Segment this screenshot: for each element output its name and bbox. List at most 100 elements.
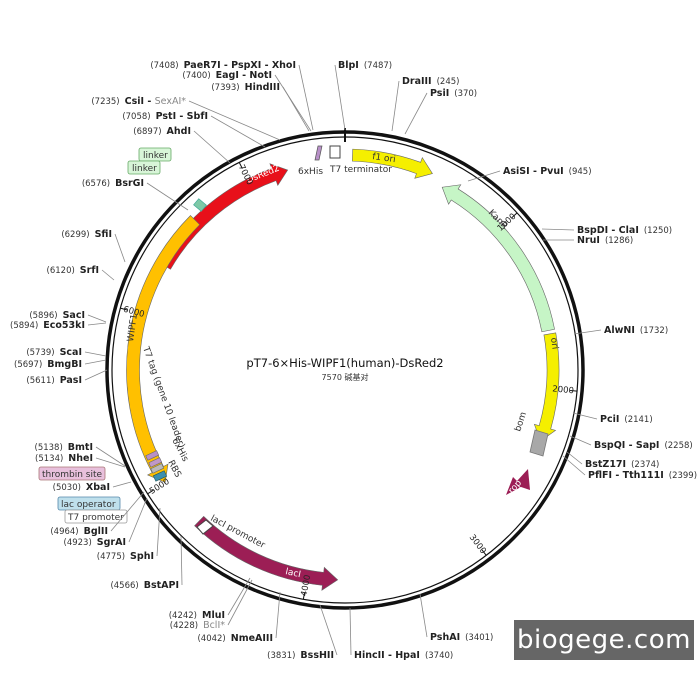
site-text: (4228)BclI*	[170, 620, 225, 631]
f1-ori-feature[interactable]	[351, 148, 433, 179]
site-position: (4923)	[64, 538, 92, 548]
site-position: (2374)	[631, 460, 659, 470]
dsred2-feature[interactable]	[158, 163, 289, 270]
site-text: PsiI(370)	[430, 88, 477, 99]
site-label-left[interactable]: (5138)BmtI	[35, 442, 93, 453]
laci-feature[interactable]	[194, 515, 339, 591]
his6-top-feature[interactable]	[314, 145, 323, 161]
site-label-left[interactable]: (4566)BstAPI	[110, 580, 179, 591]
wipf1-label: WIPF1	[126, 313, 140, 342]
site-name: SgrAI	[97, 537, 126, 548]
ruler-tick-label: 2000	[552, 384, 574, 396]
wipf1-feature[interactable]	[126, 215, 201, 483]
site-text: DraIII(245)	[402, 76, 459, 87]
site-label-left[interactable]: (4923) SgrAI	[64, 537, 126, 548]
kanr-feature[interactable]	[441, 184, 555, 333]
linker-box-2-text: linker	[132, 164, 157, 174]
site-label-left[interactable]: (5697)BmgBI	[14, 359, 82, 370]
bom-feature[interactable]	[529, 429, 549, 457]
site-label-left[interactable]: (7408) PaeR7I - PspXI - XhoI	[150, 60, 296, 71]
rbs-label: RBS	[165, 459, 182, 480]
site-name: BspQI - SapI	[594, 440, 659, 451]
site-label-right[interactable]: AlwNI(1732)	[604, 325, 668, 336]
site-text: AsiSI - PvuI(945)	[503, 166, 592, 177]
ruler-tick	[302, 592, 306, 600]
site-position: (7235)	[91, 97, 119, 107]
his6-bottom-feature[interactable]	[145, 450, 160, 461]
site-position: (6897)	[133, 127, 161, 137]
site-label-left[interactable]: (4775)SphI	[97, 551, 154, 562]
site-label-right[interactable]: PciI(2141)	[600, 414, 653, 425]
site-leader-lines	[84, 64, 602, 656]
site-name: DraIII	[402, 76, 432, 87]
laci-promoter-feature[interactable]	[196, 519, 214, 535]
site-label-left[interactable]: (4242)MluI	[169, 610, 225, 621]
site-label-left[interactable]: (6897)AhdI	[133, 126, 191, 137]
site-label-right[interactable]: AsiSI - PvuI(945)	[503, 166, 592, 177]
site-position: (4242)	[169, 611, 197, 621]
site-label-left[interactable]: (5030)XbaI	[53, 482, 110, 493]
site-position: (370)	[454, 89, 477, 99]
site-label-left[interactable]: (5611)PasI	[26, 375, 82, 386]
site-label-left[interactable]: (5896)SacI	[29, 310, 85, 321]
site-label-right[interactable]: DraIII(245)	[402, 76, 459, 87]
site-label-left[interactable]: (6299)SfiI	[61, 229, 112, 240]
site-name: PshAI	[430, 632, 460, 643]
site-label-left[interactable]: (5739)ScaI	[26, 347, 82, 358]
site-position: (4964)	[50, 527, 78, 537]
site-label-left[interactable]: (5894)Eco53kI	[10, 320, 85, 331]
site-label-left[interactable]: (7393)HindIII	[211, 82, 280, 93]
site-label-left[interactable]: (4964)BglII	[50, 526, 108, 537]
site-position: (2399)	[669, 471, 697, 481]
site-label-right[interactable]: PshAI(3401)	[430, 632, 493, 643]
site-position: (5611)	[26, 376, 54, 386]
thrombin-feature[interactable]	[148, 457, 163, 468]
site-label-right[interactable]: BstZ17I(2374)	[585, 459, 659, 470]
site-position: (5894)	[10, 321, 38, 331]
site-position: (1250)	[644, 226, 672, 236]
site-label-right[interactable]: HincII - HpaI(3740)	[354, 650, 453, 661]
linker-feature[interactable]	[193, 198, 207, 212]
site-label-left[interactable]: (3831)BssHII	[267, 650, 334, 661]
site-text: BstZ17I(2374)	[585, 459, 659, 470]
site-text: (5896)SacI	[29, 310, 85, 321]
site-name: PciI	[600, 414, 619, 425]
site-label-left[interactable]: (5134)NheI	[35, 453, 93, 464]
ruler-tick	[238, 162, 243, 169]
site-text: (5030)XbaI	[53, 482, 110, 493]
site-label-right[interactable]: PsiI(370)	[430, 88, 477, 99]
ruler-tick-label: 5000	[148, 477, 172, 497]
site-label-right[interactable]: PflFI - Tth111I(2399)	[588, 470, 697, 481]
site-label-left[interactable]: (7058)PstI - SbfI	[122, 111, 208, 122]
site-label-left[interactable]: (6120)SrfI	[47, 265, 99, 276]
site-label-right[interactable]: BspDI - ClaI(1250)	[577, 225, 672, 236]
site-name: XbaI	[86, 482, 110, 493]
site-text: (3831)BssHII	[267, 650, 334, 661]
site-name: BmtI	[68, 442, 93, 453]
site-label-right[interactable]: BspQI - SapI(2258)	[594, 440, 693, 451]
rop-feature[interactable]	[506, 469, 530, 495]
site-text: PciI(2141)	[600, 414, 653, 425]
site-position: (7408)	[150, 61, 178, 71]
site-name: NheI	[68, 453, 93, 464]
site-text: (4566)BstAPI	[110, 580, 179, 591]
site-label-left[interactable]: (4042)NmeAIII	[197, 633, 273, 644]
rbs-feature[interactable]	[150, 463, 165, 474]
site-position: (4566)	[110, 581, 138, 591]
site-label-left[interactable]: (7235)CsiI - SexAI*	[91, 96, 186, 107]
site-label-right[interactable]: NruI(1286)	[577, 235, 633, 246]
site-label-left[interactable]: (4228)BclI*	[170, 620, 225, 631]
site-label-left[interactable]: (7400)EagI - NotI	[182, 70, 272, 81]
site-label-right[interactable]: BlpI(7487)	[338, 60, 392, 71]
site-text: (6299)SfiI	[61, 229, 112, 240]
site-name: PaeR7I - PspXI - XhoI	[184, 60, 296, 71]
t7-terminator-feature[interactable]	[329, 145, 341, 159]
site-label-left[interactable]: (6576)BsrGI	[82, 178, 144, 189]
site-position: (1286)	[605, 236, 633, 246]
lac-operator-feature[interactable]	[152, 470, 168, 482]
site-text: AlwNI(1732)	[604, 325, 668, 336]
ruler-tick	[511, 212, 518, 218]
site-text: (5697)BmgBI	[14, 359, 82, 370]
ruler-tick	[120, 307, 128, 311]
site-position: (4775)	[97, 552, 125, 562]
